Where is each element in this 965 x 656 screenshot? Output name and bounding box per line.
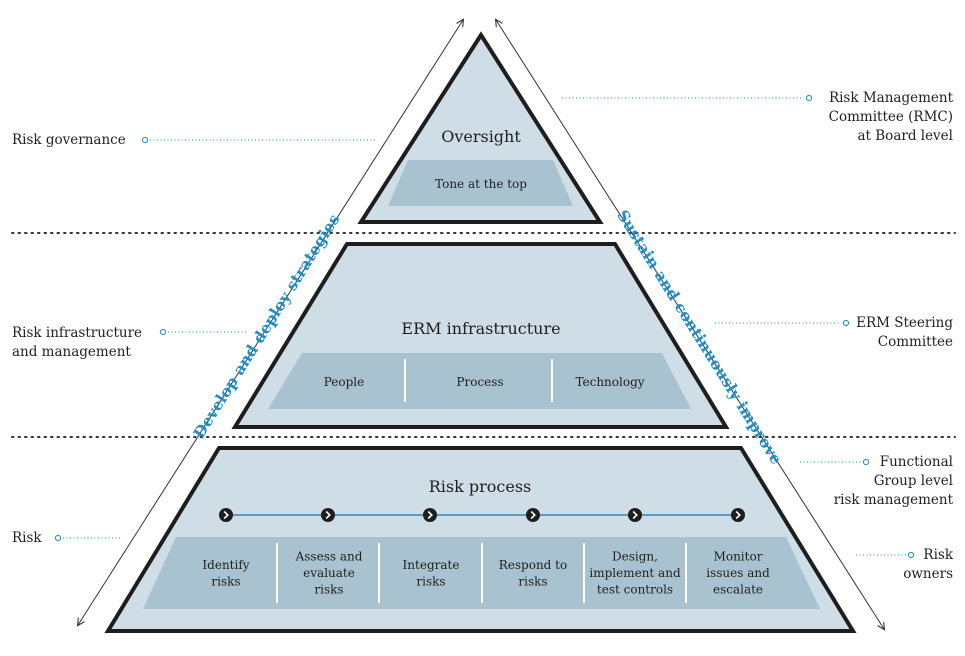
process-step-3-line-1: Integrate: [403, 558, 460, 572]
process-step-4-line-1: Respond to: [499, 558, 567, 572]
label-func-line3: risk management: [834, 492, 954, 508]
chevron-right-icon: [735, 510, 741, 520]
label-risk-infra-line2: and management: [12, 344, 131, 360]
label-rmc-line1: Risk Management: [829, 90, 954, 106]
process-step-6-line-2: issues and: [706, 566, 770, 580]
label-owners-line1: Risk: [923, 547, 953, 563]
leader-dot-risk-infra: [159, 328, 167, 336]
tier-middle-item-people: People: [324, 375, 364, 389]
label-owners-line2: owners: [903, 566, 953, 582]
chevron-right-icon: [632, 510, 638, 520]
label-rmc-line2: Committee (RMC): [829, 109, 953, 125]
leader-dot-risk: [54, 534, 62, 542]
label-erm-line1: ERM Steering: [856, 315, 953, 331]
chevron-right-icon: [223, 510, 229, 520]
tier-top-band: [388, 160, 573, 206]
process-node-5: [628, 508, 642, 522]
process-step-5-line-2: implement and: [589, 566, 681, 580]
process-step-2-line-1: Assess and: [295, 550, 363, 564]
process-step-5-line-1: Design,: [612, 550, 658, 564]
process-step-2-line-2: evaluate: [303, 566, 355, 580]
right-arrow-line: [496, 20, 884, 629]
tier-middle-item-process: Process: [456, 375, 503, 389]
process-step-4-line-2: risks: [518, 574, 547, 588]
tier-middle-title: ERM infrastructure: [401, 319, 560, 338]
leader-dot-erm: [842, 319, 850, 327]
label-risk: Risk: [12, 530, 42, 546]
process-step-2-line-3: risks: [314, 583, 343, 597]
tier-top-sub: Tone at the top: [435, 177, 527, 191]
leader-dot-rmc: [805, 94, 813, 102]
process-step-1-line-2: risks: [211, 574, 240, 588]
process-node-4: [526, 508, 540, 522]
tier-middle-band: [268, 353, 691, 409]
process-node-1: [219, 508, 233, 522]
process-node-6: [731, 508, 745, 522]
chevron-right-icon: [325, 510, 331, 520]
chevron-right-icon: [427, 510, 433, 520]
process-step-3-line-2: risks: [416, 574, 445, 588]
leader-dot-owners: [907, 551, 915, 559]
chevron-right-icon: [530, 510, 536, 520]
label-risk-governance: Risk governance: [12, 132, 126, 148]
label-func-line2: Group level: [874, 473, 953, 489]
leader-dot-func: [862, 458, 870, 466]
process-node-2: [321, 508, 335, 522]
label-rmc-line3: at Board level: [858, 128, 954, 144]
process-step-6-line-3: escalate: [713, 583, 763, 597]
label-risk-infra-line1: Risk infrastructure: [12, 325, 142, 341]
leader-dot-risk-governance: [141, 136, 149, 144]
process-step-5-line-3: test controls: [597, 583, 673, 597]
tier-bottom-title: Risk process: [429, 477, 532, 496]
tier-middle-item-technology: Technology: [575, 375, 644, 389]
left-arrow-line: [78, 20, 463, 625]
process-step-1-line-1: Identify: [202, 558, 249, 572]
label-erm-line2: Committee: [878, 334, 953, 350]
process-node-3: [423, 508, 437, 522]
label-func-line1: Functional: [880, 454, 953, 470]
process-step-6-line-1: Monitor: [714, 550, 763, 564]
tier-top-title: Oversight: [441, 127, 521, 146]
